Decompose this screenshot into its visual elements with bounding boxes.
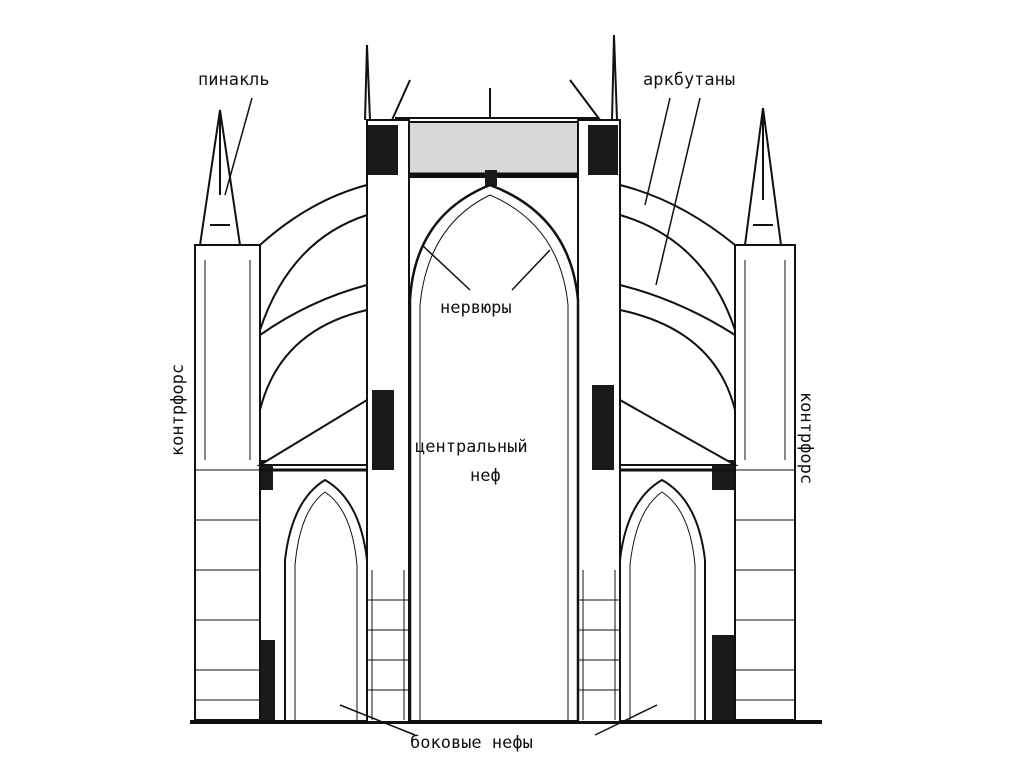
side-naves-leader-1 — [339, 704, 416, 736]
label-central-nave-line1: центральный — [415, 437, 528, 457]
ribs-leader-2 — [511, 249, 551, 291]
label-side-naves: боковые нефы — [410, 733, 533, 753]
label-buttress-right: контрфорс — [796, 391, 817, 485]
label-flying-buttresses: аркбутаны — [643, 70, 736, 90]
ribs-leader-1 — [421, 244, 471, 291]
right-buttress-tower — [734, 244, 796, 721]
side-naves-leader-2 — [594, 704, 658, 736]
label-buttress-left: контрфорс — [168, 363, 189, 457]
flying-buttress-leader-1 — [644, 97, 671, 206]
right-flying-buttress-upper — [619, 184, 736, 331]
right-side-arch — [619, 478, 706, 720]
label-pinnacle: пинакль — [198, 70, 270, 90]
left-flying-buttress-lower — [259, 284, 368, 411]
left-side-arch — [284, 478, 368, 720]
label-ribs: нервюры — [440, 298, 512, 318]
pinnacle-leader — [224, 97, 253, 196]
left-flying-buttress-upper — [259, 184, 368, 331]
flying-buttress-leader-2 — [655, 97, 701, 286]
central-arch — [408, 183, 580, 720]
roof-block — [384, 121, 601, 178]
left-buttress-tower — [194, 244, 261, 721]
label-central-nave-line2: неф — [470, 466, 501, 486]
right-flying-buttress-lower — [619, 284, 736, 411]
